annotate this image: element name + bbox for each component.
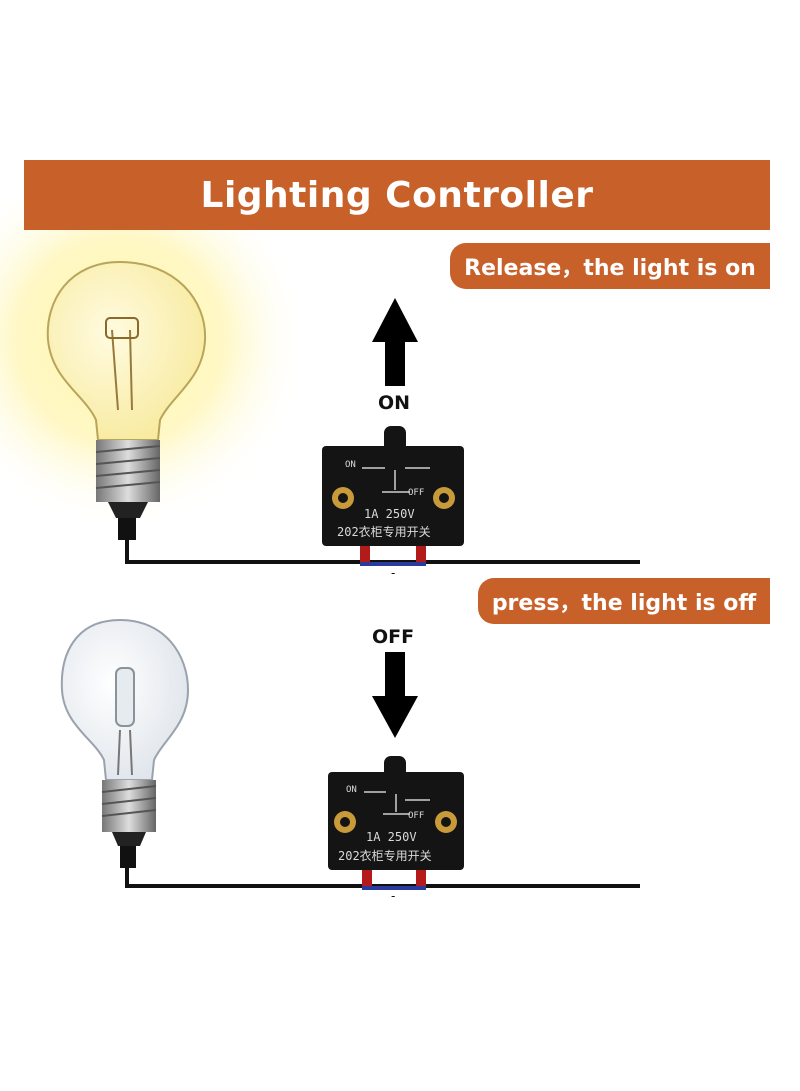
switch-model: 202衣柜专用开关	[338, 848, 432, 863]
page-title: Lighting Controller	[200, 174, 594, 216]
switch-rating: 1A 250V	[364, 507, 415, 521]
up-arrow-icon	[372, 298, 418, 386]
switch-on-text: ON	[346, 785, 357, 795]
switch-on-text: ON	[345, 460, 356, 470]
caption-release-text: Release，the light is on	[464, 256, 756, 281]
minus-mark: -	[391, 889, 395, 903]
microswitch-bottom	[328, 756, 464, 890]
plus-mark: +	[404, 872, 413, 885]
caption-release: Release，the light is on	[450, 243, 770, 289]
microswitch-top	[322, 426, 464, 566]
down-arrow-icon	[372, 652, 418, 738]
title-banner: Lighting Controller	[24, 160, 770, 230]
lit-bulb-icon	[46, 260, 207, 540]
unlit-bulb-icon	[60, 618, 190, 868]
switch-off-text: OFF	[408, 811, 424, 821]
switch-off-text: OFF	[408, 488, 424, 498]
plus-mark: +	[378, 872, 387, 885]
caption-press-text: press，the light is off	[491, 591, 757, 616]
switch-model: 202衣柜专用开关	[337, 524, 431, 539]
state-label-on: ON	[378, 392, 411, 414]
plus-mark: +	[404, 547, 413, 560]
minus-mark: -	[391, 566, 395, 580]
switch-rating: 1A 250V	[366, 830, 417, 844]
plus-mark: +	[376, 547, 385, 560]
caption-press: press，the light is off	[478, 578, 770, 624]
state-label-off: OFF	[372, 626, 415, 648]
